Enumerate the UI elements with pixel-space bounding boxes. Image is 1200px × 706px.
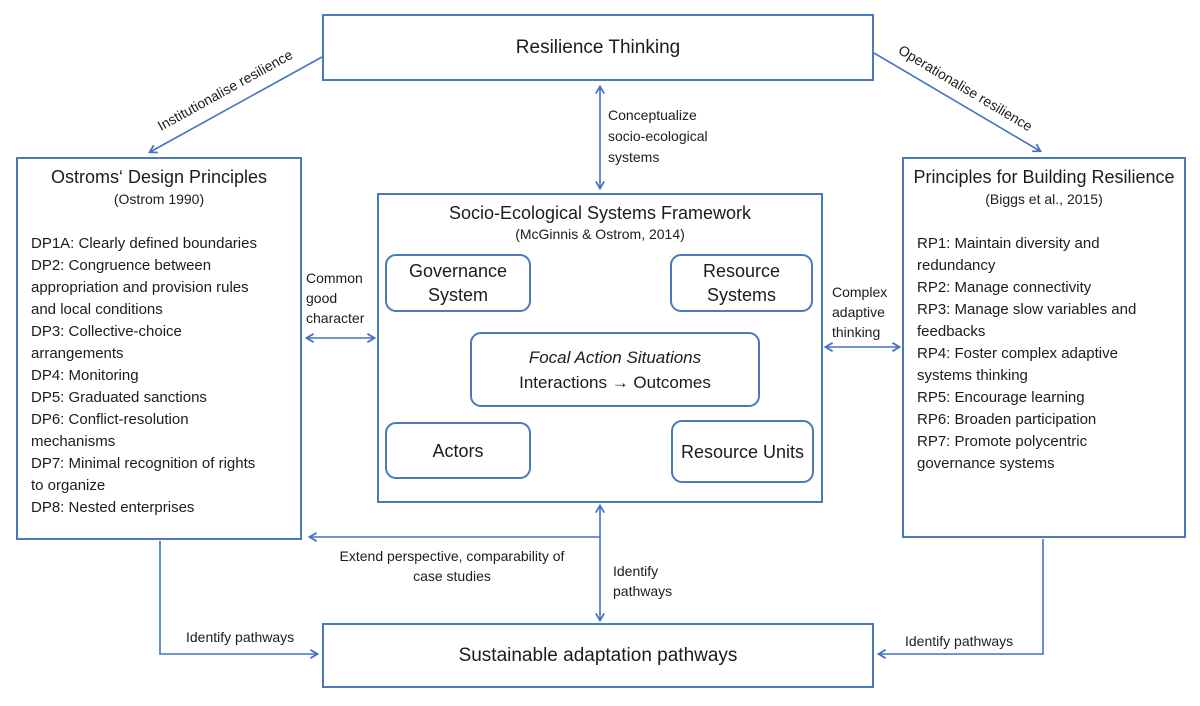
ses-subtitle: (McGinnis & Ostrom, 2014) <box>515 226 685 242</box>
resilience-thinking-box: Resilience Thinking <box>322 14 874 81</box>
actors-label: Actors <box>432 440 484 461</box>
operationalise-arrow <box>873 52 1042 153</box>
list-item: DP8: Nested enterprises <box>31 499 195 516</box>
extend-perspective-label: Extend perspective, comparability of cas… <box>339 548 565 584</box>
ostrom-subtitle: (Ostrom 1990) <box>113 191 205 207</box>
biggs-items: RP1: Maintain diversity and redundancy R… <box>904 233 1184 475</box>
list-item: RP2: Manage connectivity <box>917 279 1092 296</box>
list-item: DP7: Minimal recognition of rights to or… <box>31 455 256 494</box>
list-item: DP1A: Clearly defined boundaries <box>31 235 257 252</box>
resource-systems-box: Resource Systems <box>670 254 813 312</box>
identify-right-arrow <box>876 539 1044 659</box>
ostrom-items: DP1A: Clearly defined boundaries DP2: Co… <box>18 233 300 519</box>
governance-system-box: Governance System <box>385 254 531 312</box>
ostrom-box: Ostroms‘ Design Principles (Ostrom 1990)… <box>16 157 302 540</box>
interactions-outcomes-label: Interactions → Outcomes <box>519 372 711 392</box>
list-item: RP5: Encourage learning <box>917 389 1085 406</box>
conceptualize-label: Conceptualize socio-ecological systems <box>608 107 708 165</box>
focal-action-situations-box: Focal Action Situations Interactions → O… <box>470 332 760 407</box>
list-item: RP7: Promote polycentric governance syst… <box>917 433 1088 472</box>
resource-units-label: Resource Units <box>680 441 805 462</box>
institutionalise-arrow <box>147 56 323 154</box>
list-item: RP6: Broaden participation <box>917 411 1097 428</box>
focal-action-situations-title: Focal Action Situations <box>528 347 702 367</box>
identify-pathways-left-label: Identify pathways <box>186 629 295 645</box>
ses-title: Socio-Ecological Systems Framework <box>448 203 752 223</box>
resilience-thinking-title: Resilience Thinking <box>515 36 681 58</box>
common-good-label: Common good character <box>306 270 365 326</box>
actors-box: Actors <box>385 422 531 479</box>
resource-systems-label: Resource Systems <box>702 261 781 305</box>
list-item: DP3: Collective-choice arrangements <box>31 323 182 362</box>
biggs-subtitle: (Biggs et al., 2015) <box>985 191 1103 207</box>
pathways-title: Sustainable adaptation pathways <box>458 644 738 666</box>
list-item: DP6: Conflict-resolution mechanisms <box>31 411 189 450</box>
list-item: DP4: Monitoring <box>31 367 139 384</box>
resource-units-box: Resource Units <box>671 420 814 483</box>
governance-system-label: Governance System <box>408 261 508 305</box>
list-item: RP4: Foster complex adaptive systems thi… <box>917 345 1118 384</box>
list-item: RP3: Manage slow variables and feedbacks <box>917 301 1137 340</box>
list-item: DP2: Congruence between appropriation an… <box>31 257 249 318</box>
list-item: RP1: Maintain diversity and redundancy <box>917 235 1100 274</box>
list-item: DP5: Graduated sanctions <box>31 389 207 406</box>
identify-pathways-right-label: Identify pathways <box>905 633 1014 649</box>
biggs-title: Principles for Building Resilience <box>913 167 1175 187</box>
identify-pathways-center-label: Identify pathways <box>613 563 673 599</box>
ses-framework-box: Socio-Ecological Systems Framework (McGi… <box>377 193 823 503</box>
pathways-box: Sustainable adaptation pathways <box>322 623 874 688</box>
ostrom-title: Ostroms‘ Design Principles <box>50 167 268 187</box>
biggs-box: Principles for Building Resilience (Bigg… <box>902 157 1186 538</box>
identify-left-arrow <box>159 541 320 659</box>
complex-adaptive-label: Complex adaptive thinking <box>832 284 888 340</box>
